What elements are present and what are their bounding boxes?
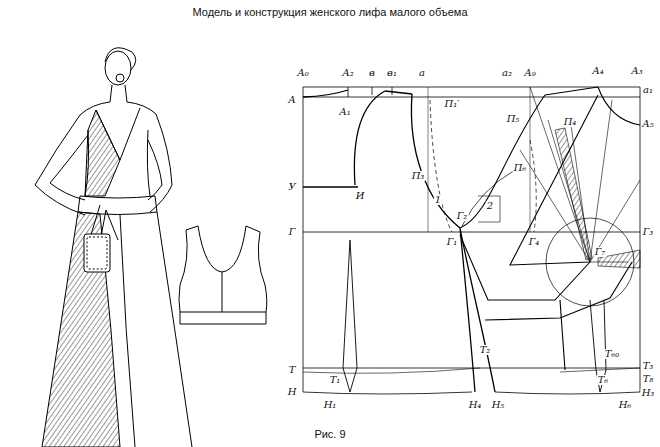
front-pattern-line [555, 128, 592, 260]
point-label: Т [288, 365, 297, 375]
model-sketch-line [110, 85, 127, 102]
front-pattern-line [510, 95, 598, 265]
back-pattern-line [303, 91, 385, 187]
model-sketch [35, 48, 192, 447]
point-label: а [418, 68, 426, 78]
point-label: А₀ [296, 68, 310, 78]
point-label: П₃ [411, 171, 426, 181]
front-pattern-line [460, 95, 545, 228]
point-label: Т₁ [329, 375, 342, 385]
model-sketch-line [42, 212, 120, 447]
back-pattern-line [460, 228, 495, 392]
point-label: И [355, 191, 366, 201]
point-label: У [287, 182, 296, 192]
front-pattern-line [462, 170, 515, 226]
point-label: Г₃ [642, 227, 655, 237]
point-label: Т₃ [642, 361, 655, 371]
point-label: Т₆₀ [604, 349, 621, 359]
draft-grid [303, 87, 640, 394]
point-label: П₅ [506, 114, 521, 124]
back-pattern [303, 90, 495, 392]
point-label: Т₆ [597, 375, 610, 385]
point-label: Н₆ [618, 400, 633, 410]
model-sketch-line [35, 115, 88, 215]
back-pattern-line [430, 100, 452, 232]
front-pattern-line [485, 262, 632, 320]
back-view-sketch [179, 226, 267, 324]
point-label: А₄ [591, 66, 605, 76]
point-label: А₃ [630, 66, 644, 76]
point-label: в₁ [386, 68, 398, 78]
front-pattern-line [530, 140, 536, 232]
point-label: Г₇ [594, 247, 607, 257]
draft-grid-line [348, 87, 392, 97]
draft-grid-line [303, 87, 640, 392]
point-label: а₂ [501, 68, 513, 78]
point-label: А₂ [341, 68, 355, 78]
draft-grid-line [303, 392, 640, 394]
model-sketch-line [78, 196, 157, 215]
figure-title: Модель и конструкция женского лифа малог… [0, 6, 660, 18]
point-label: 2 [486, 201, 494, 211]
point-label: Г [288, 227, 297, 237]
draft-grid-line [428, 87, 530, 232]
model-sketch-line [85, 108, 150, 196]
front-pattern-line [460, 235, 590, 300]
back-view-sketch-line [198, 226, 246, 272]
model-sketch-line [87, 237, 107, 269]
back-view-sketch-line [180, 312, 266, 324]
draft-grid-line [303, 97, 640, 98]
point-label: в [368, 68, 376, 78]
model-sketch-line [105, 48, 136, 70]
point-label: А [287, 95, 297, 105]
point-label: А₁ [338, 107, 352, 117]
point-label: П₆ [513, 163, 528, 173]
draft-grid-line [303, 232, 640, 233]
point-label: П₁′ [444, 99, 461, 109]
point-label: Н₃ [641, 388, 656, 398]
front-pattern-line [520, 87, 640, 262]
point-label: Н₁ [323, 400, 338, 410]
point-label: Г₁ [446, 237, 459, 247]
point-label: Н₄ [468, 400, 483, 410]
back-pattern-line [303, 90, 348, 97]
point-label: а₁ [642, 85, 654, 95]
figure-caption: Рис. 9 [0, 428, 660, 440]
point-label: Н [287, 387, 298, 397]
back-pattern-line [385, 91, 412, 94]
back-view-sketch-line [186, 226, 260, 232]
back-view-sketch-line [222, 272, 223, 312]
back-view-sketch-line [179, 285, 267, 312]
back-pattern-line [411, 94, 460, 228]
model-sketch-line [116, 74, 124, 82]
front-pattern-line [560, 300, 565, 370]
draft-grid-line [303, 368, 640, 373]
model-sketch-line [105, 51, 131, 85]
front-pattern-line [478, 196, 500, 222]
model-sketch-line [120, 212, 192, 447]
point-label: А₉ [523, 68, 537, 78]
point-label: Т₈ [642, 374, 655, 384]
model-sketch-line [80, 102, 156, 115]
model-sketch-line [148, 114, 172, 212]
point-label: 1 [434, 195, 442, 205]
front-pattern-line [598, 87, 640, 125]
draft-grid-line [303, 368, 640, 369]
point-label: Г₄ [528, 237, 541, 247]
front-pattern [460, 87, 640, 392]
back-pattern-line [343, 240, 357, 392]
point-label: Г₂ [456, 211, 469, 221]
front-pattern-line [545, 87, 598, 95]
point-label: Н₅ [491, 400, 506, 410]
point-label: А₅ [641, 119, 655, 129]
point-label: Т₂ [479, 345, 492, 355]
model-sketch-line [84, 234, 110, 272]
point-label: П₄ [563, 117, 578, 127]
